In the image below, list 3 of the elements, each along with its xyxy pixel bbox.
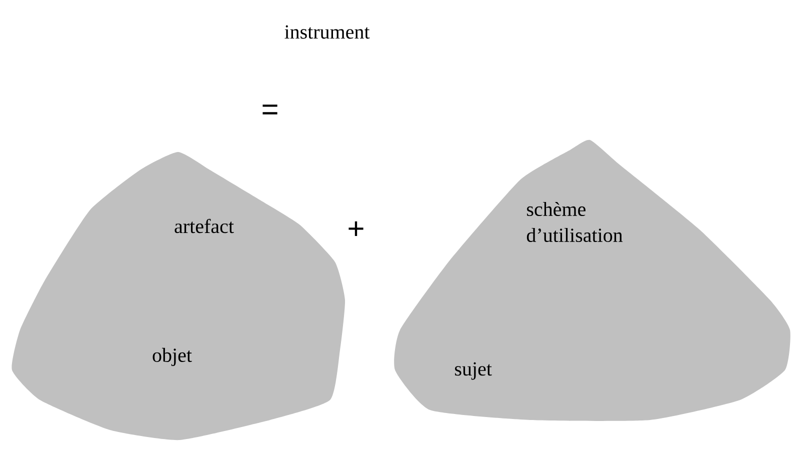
heading-text: instrument	[284, 25, 370, 39]
operator-symbol: =	[262, 104, 278, 114]
operator-symbol: +	[348, 221, 364, 236]
